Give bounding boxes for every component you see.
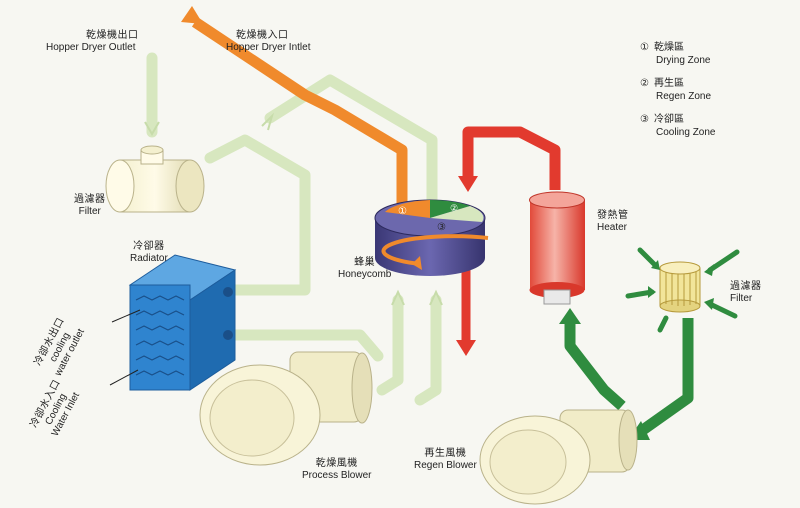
hopper-inlet-label: 乾燥機入口 Hopper Dryer Intlet (226, 30, 310, 53)
radiator-en: Radiator (130, 252, 168, 264)
filter-left-zh: 過濾器 (74, 194, 106, 205)
legend-zh-3: 冷卻區 (654, 114, 684, 125)
hopper-inlet-pipe (181, 6, 408, 212)
legend-item-cooling: ③ 冷卻區 Cooling Zone (640, 114, 715, 139)
filter-right (625, 247, 740, 333)
filter-left (105, 145, 205, 213)
radiator-label: 冷卻器 Radiator (130, 241, 168, 264)
honeycomb-en: Honeycomb (338, 268, 392, 280)
hopper-inlet-zh: 乾燥機入口 (236, 30, 289, 41)
process-blower-zh: 乾燥風機 (315, 458, 358, 469)
legend-en-3: Cooling Zone (656, 126, 716, 138)
pipe-radiator-to-blower (222, 329, 384, 362)
filter-right-en: Filter (730, 292, 753, 304)
legend-en-1: Drying Zone (656, 54, 711, 66)
heater-label: 發熱管 Heater (597, 210, 629, 233)
regen-hot-pipes (456, 126, 561, 356)
pipe-filter-to-radiator (204, 134, 311, 296)
wheel-mark-2: ② (450, 203, 459, 213)
pipe-blower-riser-1 (376, 294, 404, 396)
radiator (128, 254, 237, 391)
legend-item-drying: ① 乾燥區 Drying Zone (640, 42, 710, 67)
radiator-zh: 冷卻器 (133, 241, 165, 252)
regen-blower (479, 409, 638, 505)
wheel-mark-1: ① (398, 206, 407, 217)
heater (529, 191, 585, 305)
hopper-inlet-en: Hopper Dryer Intlet (226, 41, 311, 53)
process-blower-en: Process Blower (302, 469, 372, 481)
process-blower-label: 乾燥風機 Process Blower (302, 458, 371, 481)
legend-num-3: ③ (640, 114, 649, 125)
wheel-mark-3: ③ (437, 222, 446, 233)
process-air-pipes (146, 52, 442, 406)
filter-left-label: 過濾器 Filter (74, 194, 106, 217)
hopper-outlet-label: 乾燥機出口 Hopper Dryer Outlet (46, 30, 139, 53)
legend-item-regen: ② 再生區 Regen Zone (640, 78, 711, 103)
honeycomb-zh: 蜂巢 (354, 257, 376, 268)
heater-en: Heater (597, 221, 628, 233)
legend-zh-1: 乾燥區 (654, 42, 684, 53)
legend-zh-2: 再生區 (654, 78, 684, 89)
filter-left-en: Filter (78, 205, 101, 217)
process-blower (199, 351, 373, 466)
regen-blower-label: 再生風機 Regen Blower (414, 448, 477, 471)
hopper-outlet-en: Hopper Dryer Outlet (46, 41, 136, 53)
legend-en-2: Regen Zone (656, 90, 712, 102)
regen-blower-en: Regen Blower (414, 459, 477, 471)
regen-blower-zh: 再生風機 (424, 448, 467, 459)
pipe-blower-riser-2 (414, 294, 442, 406)
legend-num-2: ② (640, 78, 649, 89)
honeycomb-label: 蜂巢 Honeycomb (338, 257, 391, 280)
filter-right-zh: 過濾器 (730, 281, 762, 292)
heater-zh: 發熱管 (597, 210, 629, 221)
hopper-outlet-zh: 乾燥機出口 (86, 30, 139, 41)
filter-right-label: 過濾器 Filter (730, 281, 762, 304)
pipe-wheel-to-hopper-inlet (264, 74, 438, 221)
legend-num-1: ① (640, 42, 649, 53)
regen-air-pipes (559, 308, 694, 440)
honeycomb-wheel (374, 199, 489, 276)
cooling-water-pointers (109, 309, 141, 386)
